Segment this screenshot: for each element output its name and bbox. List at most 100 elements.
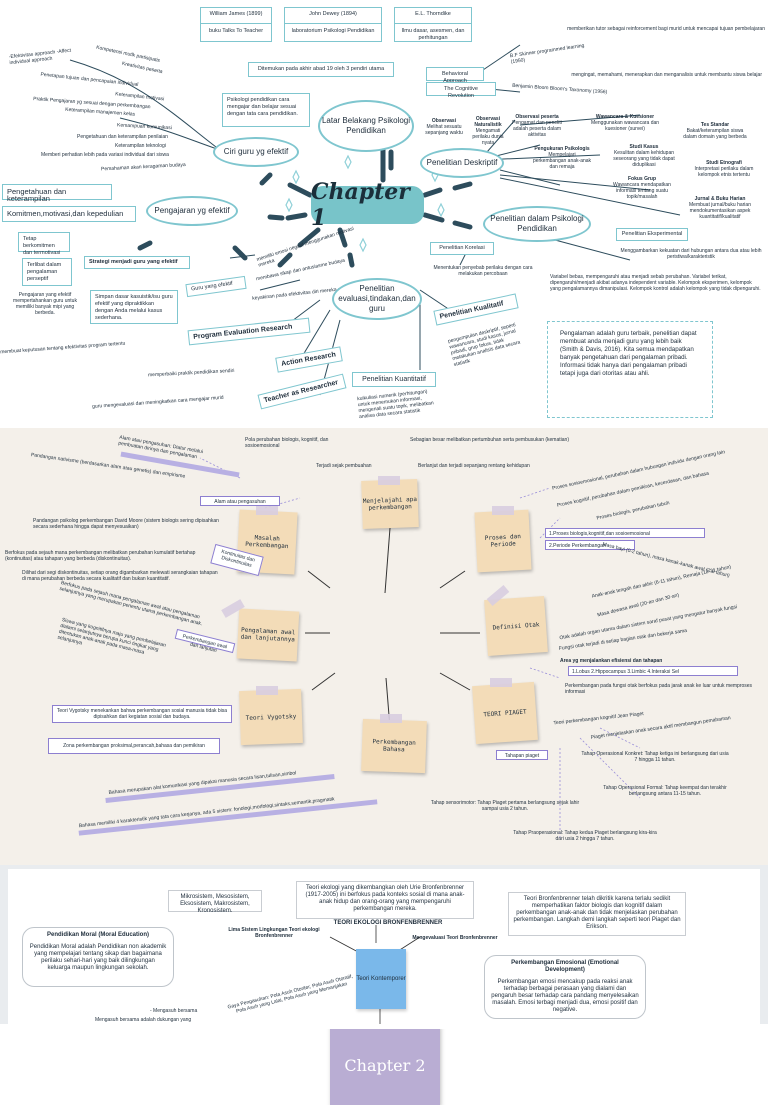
ciri-item: Memberi perhatian lebih pada variasi ind… (41, 152, 169, 158)
ciri-list: -Efektivitas approach -Affect individual… (5, 45, 215, 175)
bloom-desc: mengingat, memahami, menerapkan dan meng… (571, 72, 762, 78)
tes-title: Tes Standar (700, 122, 730, 128)
cloud-label: Penelitian dalam Psikologi Pendidikan (490, 214, 584, 233)
proses-item: 1.Proses biologis,kognitif,dan sosioemos… (545, 528, 705, 538)
quote-text: Pengalaman adalah guru terbaik, peneliti… (560, 330, 697, 377)
quote-box: Pengalaman adalah guru terbaik, peneliti… (547, 321, 713, 418)
chapter1-connectors (69, 44, 681, 396)
pengukuran-title: Pengukuran Psikologis (534, 146, 590, 152)
ciri-item: Pemahaman akan keragaman budaya (100, 161, 186, 173)
zona-box: Zona perkembangan proksimal,perancah,bah… (48, 738, 220, 754)
right-label: Area yg menjalankan efisiensi dan tahapa… (560, 658, 663, 664)
korelasi-desc: Menentukan penyebab perilaku dengan cara… (433, 265, 533, 277)
korelasi-box: Penelitian Korelasi (430, 242, 494, 255)
cloud-label: Latar Belakang Psikologi Pendidikan (321, 116, 411, 135)
founder-desc: buku Talks To Teacher (201, 23, 271, 35)
mengasuh-label: - Mengasuh bersama (150, 1008, 198, 1014)
cloud-label: Penelitian Deskriptif (426, 158, 498, 167)
chapter2-title: Chapter 2 (330, 1025, 440, 1105)
tape (492, 506, 514, 515)
note-proses: Proses dan Periode (474, 509, 532, 573)
top-label: Berlanjut dan terjadi sepanjang rentang … (418, 463, 530, 469)
chapter1-title: Chapter 1 (311, 179, 424, 231)
note-bahasa: Perkembangan Bahasa (361, 718, 427, 774)
lima-label: Lima Sistem Lingkungan Teori ekologi Bro… (228, 927, 320, 939)
founder-desc: laboratorium Psikologi Pendidikan (285, 23, 381, 35)
cloud-penelitian-deskriptif: Penelitian Deskriptif (420, 144, 504, 178)
mengevaluasi-label: Mengevaluasi Teori Bronfenbrenner (412, 935, 498, 941)
fokus-title: Fokus Grup (627, 176, 657, 182)
obs-title: Observasi (431, 118, 457, 124)
founder-thorndike: E.L. Thorndike Ilmu dasar, asesmen, dan … (394, 7, 472, 42)
center-note: Teori Kontemporer (356, 949, 406, 1009)
psikologi-box: Psikologi pendidikan cara mengajar dan b… (222, 93, 310, 127)
etnografi-desc: Interpretasi perilaku dalam kelompok etn… (694, 166, 754, 178)
obs-title: Observasi peserta (515, 114, 559, 120)
strategi-item: Tetap berkomitmen dan termotivasi (18, 232, 70, 256)
ciri-item: Kemampuan komunikasi (116, 122, 172, 132)
kuantitatif-box: Penelitian Kuantitatif (352, 372, 436, 387)
tape (256, 506, 278, 515)
bronf-card: Teori ekologi yang dikembangkan oleh Uri… (296, 881, 474, 919)
strategi-item: Terlibat dalam pengalaman perseptif (22, 258, 72, 286)
chapter1-panel: William James (1899) buku Talks To Teach… (0, 0, 768, 428)
founders-caption: Ditemukan pada akhir abad 19 oleh 3 pend… (248, 62, 394, 77)
obs-desc: Mengamati perilaku dunia nyata (472, 128, 504, 146)
behavioral-box: Behavioral Approach (426, 67, 484, 84)
section-title: TEORI EKOLOGI BRONFENBRENNER (333, 920, 443, 926)
wawancara-desc: Menggunakan wawancara dan kuesioner (sur… (590, 120, 660, 132)
eksperimental-box: Penelitian Eksperimental (616, 228, 688, 241)
wawancara-title: Wawancara & Kuesioner (595, 114, 655, 120)
cloud-evaluasi: Penelitian evaluasi,tindakan,dan guru (332, 271, 422, 320)
chapter2-panel: Chapter 2 Menjelajahi apa perkembangan M… (0, 428, 768, 1105)
eksperimental-desc: Menggambarkan kekuatan dari hubungan ant… (620, 248, 762, 260)
right-label: Tahap Praoperasional: Tahap kedua Piaget… (513, 830, 657, 842)
periode-item: 2.Periode Perkembangan (545, 540, 635, 550)
emosional-desc: Perkembangan emosi mencakup pada reaksi … (491, 979, 639, 1013)
right-label: Perkembangan pada fungsi otak berfokus p… (565, 683, 753, 695)
moral-desc: Pendidikan Moral adalah Pendidikan non a… (29, 944, 167, 971)
jurnal-title: Jurnal & Buku Harian (694, 196, 746, 202)
founder-john-dewey: John Dewey (1894) laboratorium Psikologi… (284, 7, 382, 42)
cloud-ciri-guru: Ciri guru yg efektif (213, 133, 299, 167)
strategi-box: Strategi menjadi guru yang efektif (84, 256, 190, 269)
pengukuran-desc: Mempelajari perkembangan anak-anak dan r… (532, 152, 592, 170)
emosional-title: Perkembangan Emosional (Emotional Develo… (511, 960, 619, 973)
ciri-item: Keterampilan teknologi (115, 143, 166, 149)
left-label: Berfokus pada sejauh mana perkembangan m… (5, 550, 196, 562)
etnografi-title: Studi Etnografi (706, 160, 742, 166)
tape (490, 678, 512, 687)
note-menjelajahi: Menjelajahi apa perkembangan (361, 479, 419, 529)
komitmen-box: Komitmen,motivasi,dan kepedulian (2, 206, 136, 222)
skinner-desc: memberikan tutor sebagai reinforcement b… (567, 26, 765, 32)
cloud-label: Ciri guru yg efektif (223, 147, 289, 156)
cloud-label: Penelitian evaluasi,tindakan,dan guru (338, 284, 416, 313)
cloud-penelitian-psikologi: Penelitian dalam Psikologi Pendidikan (483, 200, 591, 242)
tape (380, 714, 402, 723)
tape (256, 686, 278, 695)
studi-kasus-desc: Kesulitan dalam kehidupan seseorang yang… (613, 150, 675, 168)
moral-title: Pendidikan Moral (Moral Education) (46, 932, 149, 938)
tape (378, 476, 400, 485)
note-pengalaman: Pengalaman awal dan lanjutannya (236, 608, 300, 662)
studi-kasus-title: Studi Kasus (629, 144, 659, 150)
chapter3-panel: Teori ekologi yang dikembangkan oleh Uri… (0, 865, 768, 1029)
ciri-item: Pengetahuan dan keterampilan penilaian (77, 134, 168, 140)
cloud-label: Pengajaran yg efektif (154, 206, 230, 215)
left-label: Pandangan psikolog perkembangan David Mo… (33, 518, 219, 530)
founder-william-james: William James (1899) buku Talks To Teach… (200, 7, 272, 42)
note-vygotsky: Teori Vygotsky (239, 688, 303, 746)
jurnal-desc: Membuat jurnal/buku harian mendokumentas… (689, 202, 751, 220)
obs-desc: Melihat sesuatu sepanjang waktu (425, 124, 463, 136)
founder-name: William James (1899) (209, 11, 263, 17)
right-label: Tahap sensorimotor: Tahap Piaget pertama… (430, 800, 580, 812)
fokus-desc: Wawancara mendapatkan informasi tentang … (613, 182, 671, 200)
critique-card: Teori Bronfenbrenner telah dikritik kare… (508, 892, 686, 936)
tes-desc: Bakat/keterampilan siswa dalam domain ya… (683, 128, 747, 140)
